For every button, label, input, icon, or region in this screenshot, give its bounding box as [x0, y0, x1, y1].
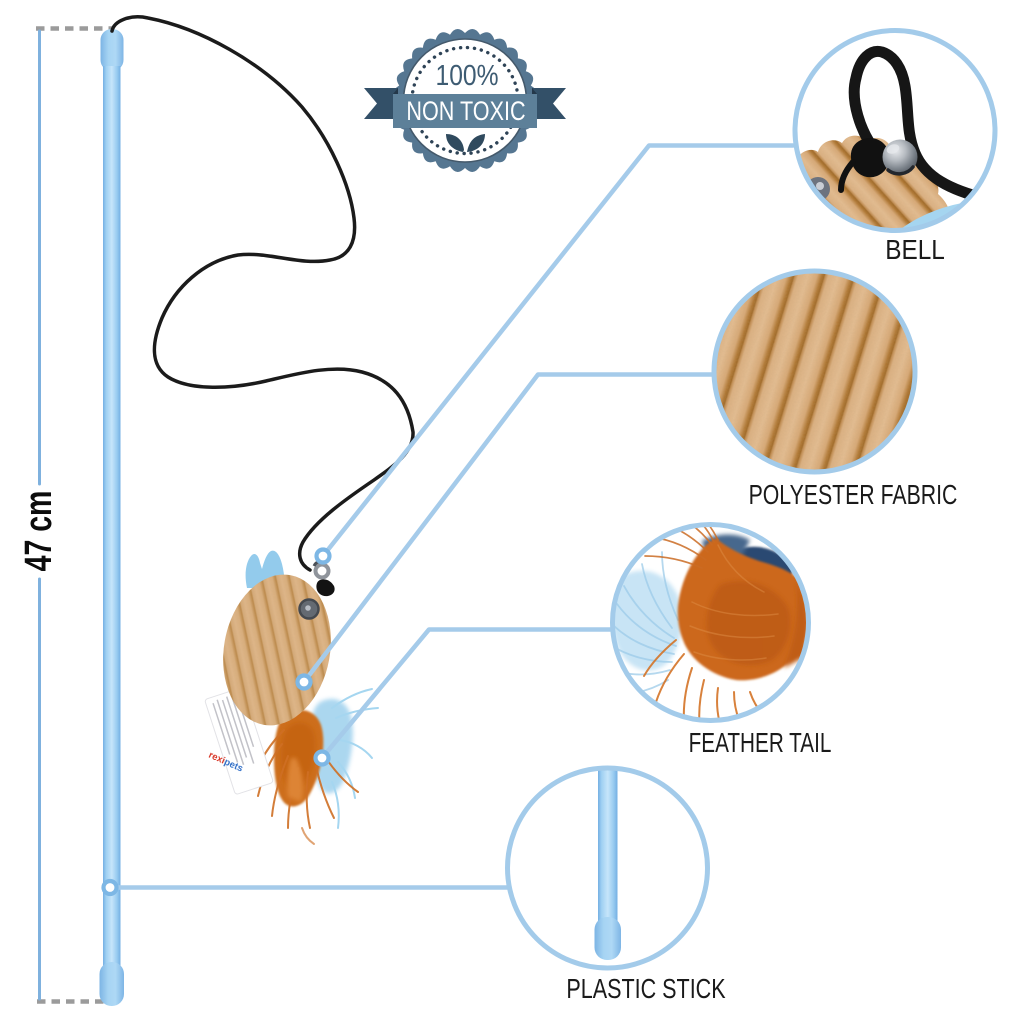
svg-text:NON TOXIC: NON TOXIC	[406, 97, 525, 127]
svg-text:BELL: BELL	[885, 233, 945, 265]
svg-text:POLYESTER FABRIC: POLYESTER FABRIC	[749, 479, 958, 511]
svg-text:FEATHER TAIL: FEATHER TAIL	[689, 728, 832, 759]
svg-text:PLASTIC STICK: PLASTIC STICK	[566, 973, 726, 1004]
svg-text:100%: 100%	[435, 59, 498, 91]
svg-text:47 cm: 47 cm	[17, 491, 60, 572]
